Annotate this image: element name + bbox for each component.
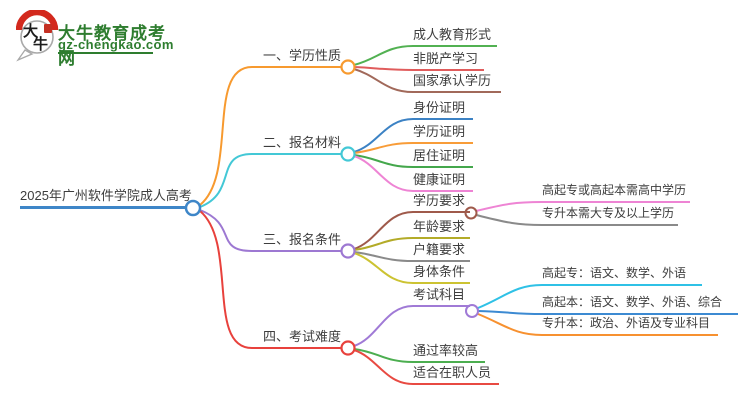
link-b2-c0 [353, 118, 414, 153]
link-b4-c0-g1 [477, 310, 543, 315]
node-id-proof: 身份证明 [413, 99, 473, 120]
branch-registration-materials: 二、报名材料 [252, 134, 341, 155]
link-b4-c0-g2 [477, 313, 543, 336]
node-highschool-diploma-needed: 高起专或高起本需高中学历 [542, 182, 690, 203]
link-root-branch2 [199, 153, 253, 208]
link-b4-c0-g0 [477, 284, 543, 309]
site-logo: 大 牛 大牛教育成考网 gz-chengkao.com [14, 8, 174, 68]
exam-subjects-junction [465, 304, 479, 318]
node-suitable-for-employees: 适合在职人员 [413, 364, 499, 385]
edu-requirement-junction [464, 206, 478, 220]
node-gaoqiben-subjects: 高起本：语文、数学、外语、综合 [542, 294, 738, 315]
node-household-requirement: 户籍要求 [413, 241, 470, 262]
link-b3-c0-g0 [475, 201, 543, 212]
link-b2-c3 [353, 155, 414, 192]
node-high-pass-rate: 通过率较高 [413, 342, 485, 363]
branch4-junction [340, 340, 356, 356]
root-node: 2025年广州软件学院成人高考 [20, 187, 192, 209]
link-b1-c1 [353, 66, 414, 71]
node-health-proof: 健康证明 [413, 171, 473, 192]
node-age-requirement: 年龄要求 [413, 218, 470, 239]
node-zhuanshengben-subjects: 专升本：政治、外语及专业科目 [542, 315, 718, 336]
node-gaoqizhuan-subjects: 高起专：语文、数学、外语 [542, 265, 702, 286]
node-adult-education-form: 成人教育形式 [413, 26, 497, 47]
link-b4-c1 [353, 348, 414, 363]
link-root-branch4 [199, 210, 253, 349]
branch-registration-requirements: 三、报名条件 [252, 231, 341, 252]
node-education-requirement: 学历要求 [413, 192, 470, 213]
node-physical-requirement: 身体条件 [413, 263, 470, 284]
node-state-recognized-diploma: 国家承认学历 [413, 72, 501, 93]
logo-underline [58, 52, 153, 54]
link-b4-c2 [353, 349, 414, 385]
branch-education-nature: 一、学历性质 [252, 47, 341, 68]
link-b1-c0 [353, 45, 414, 66]
link-root-branch3 [199, 209, 253, 252]
logo-subtitle: gz-chengkao.com [58, 37, 174, 52]
branch1-junction [340, 59, 356, 75]
node-education-proof: 学历证明 [413, 123, 473, 144]
link-b3-c1 [353, 237, 414, 251]
root-junction [184, 199, 202, 217]
link-b1-c2 [353, 68, 414, 93]
link-b2-c2 [353, 154, 414, 168]
link-b3-c0 [353, 211, 414, 250]
link-b3-c2 [353, 251, 414, 262]
node-exam-subjects: 考试科目 [413, 286, 470, 307]
link-b4-c0 [353, 305, 414, 347]
link-b2-c1 [353, 142, 414, 154]
link-b3-c3 [353, 252, 414, 284]
branch3-junction [340, 243, 356, 259]
svg-text:大: 大 [23, 22, 38, 40]
daniu-bubble-icon: 大 牛 [16, 10, 59, 62]
svg-text:牛: 牛 [33, 35, 48, 53]
node-residence-proof: 居住证明 [413, 147, 473, 168]
link-root-branch1 [199, 66, 253, 206]
node-college-diploma-needed: 专升本需大专及以上学历 [542, 205, 678, 226]
node-part-time-study: 非脱产学习 [413, 50, 484, 71]
branch2-junction [340, 146, 356, 162]
branch-exam-difficulty: 四、考试难度 [252, 328, 341, 349]
link-b3-c0-g1 [475, 214, 543, 226]
